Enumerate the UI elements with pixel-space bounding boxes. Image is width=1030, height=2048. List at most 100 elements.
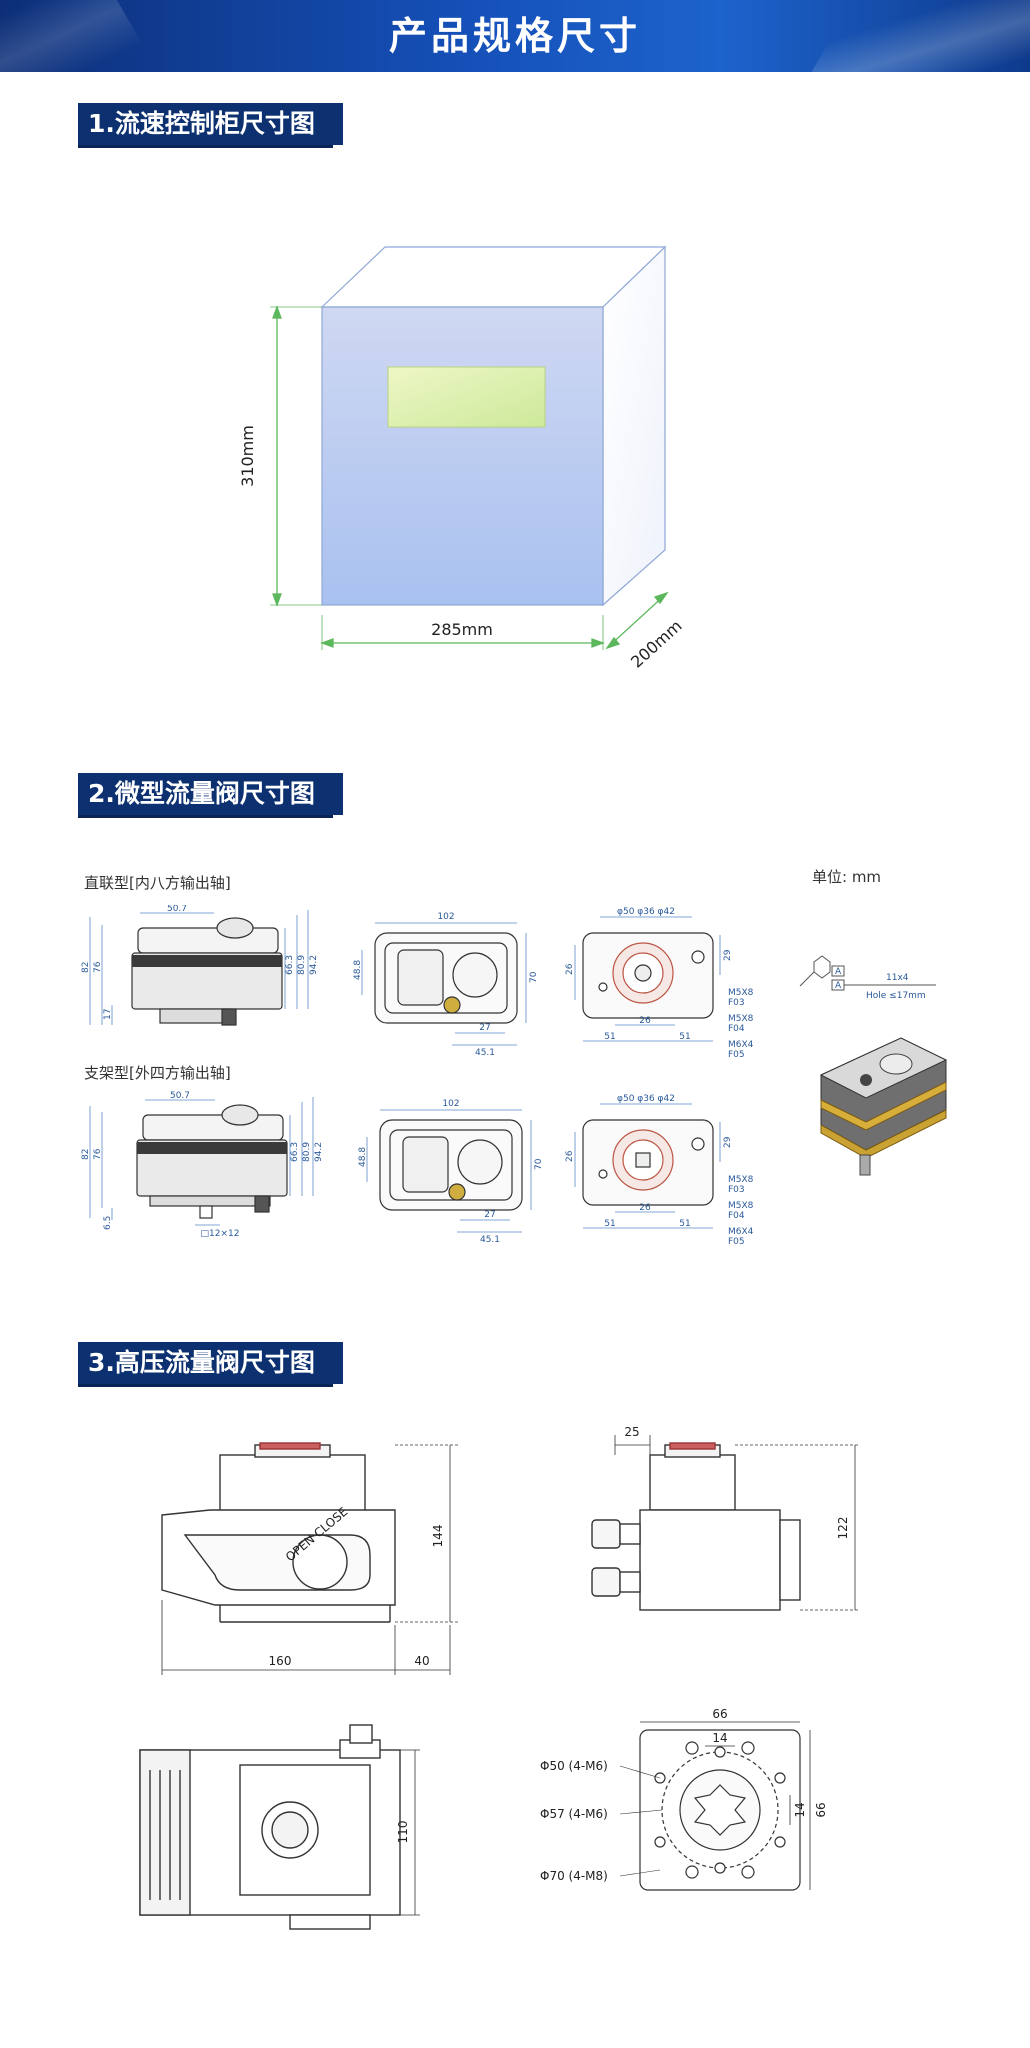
page-title: 产品规格尺寸 bbox=[388, 14, 641, 58]
svg-text:M6X4: M6X4 bbox=[728, 1040, 754, 1050]
bracket-type-label: 支架型[外四方输出轴] bbox=[84, 1064, 231, 1082]
svg-text:11x4: 11x4 bbox=[886, 973, 909, 983]
svg-text:26: 26 bbox=[565, 1150, 575, 1162]
svg-text:82: 82 bbox=[81, 962, 91, 973]
svg-text:29: 29 bbox=[723, 1136, 733, 1148]
svg-text:F03: F03 bbox=[728, 1185, 745, 1195]
actuator-3d-render bbox=[819, 1037, 948, 1176]
svg-text:102: 102 bbox=[442, 1099, 459, 1109]
top-view-actuator-bracket bbox=[379, 1119, 523, 1211]
svg-text:45.1: 45.1 bbox=[475, 1048, 495, 1058]
direct-type-label: 直联型[内八方输出轴] bbox=[84, 874, 231, 892]
svg-text:50.7: 50.7 bbox=[167, 905, 187, 914]
svg-text:50.7: 50.7 bbox=[170, 1091, 190, 1101]
svg-text:45.1: 45.1 bbox=[480, 1235, 500, 1245]
micro-valve-3d-view: A A 11x4 Hole ≤17mm bbox=[799, 955, 948, 1176]
svg-text:M5X8: M5X8 bbox=[728, 1175, 754, 1185]
svg-text:F05: F05 bbox=[728, 1050, 745, 1060]
svg-text:25: 25 bbox=[624, 1425, 639, 1439]
side-view-dims bbox=[89, 910, 309, 1025]
svg-text:M5X8: M5X8 bbox=[728, 988, 754, 998]
svg-text:φ50 φ36 φ42: φ50 φ36 φ42 bbox=[617, 907, 675, 917]
hp-flange-view bbox=[639, 1729, 801, 1891]
depth-dimension-line bbox=[605, 591, 669, 650]
svg-text:14: 14 bbox=[793, 1802, 807, 1817]
cabinet-front-face bbox=[321, 306, 604, 606]
svg-text:F03: F03 bbox=[728, 998, 745, 1008]
svg-text:76: 76 bbox=[93, 1148, 103, 1160]
svg-text:66.3: 66.3 bbox=[290, 1142, 300, 1162]
svg-text:F04: F04 bbox=[728, 1211, 745, 1221]
svg-text:66: 66 bbox=[814, 1802, 828, 1817]
svg-text:80.9: 80.9 bbox=[297, 955, 307, 975]
hp-side-view bbox=[591, 1442, 801, 1611]
svg-text:102: 102 bbox=[437, 912, 454, 922]
svg-text:76: 76 bbox=[93, 961, 103, 973]
height-dimension-line bbox=[270, 305, 322, 607]
svg-text:110: 110 bbox=[396, 1821, 410, 1844]
high-pressure-valve-drawings: OPEN CLOSE 144 160 40 25 122 bbox=[139, 1425, 860, 1930]
height-label: 310mm bbox=[238, 425, 257, 487]
width-label: 285mm bbox=[431, 620, 493, 639]
section-2-heading: 2.微型流量阀尺寸图 bbox=[78, 773, 343, 818]
cabinet-display-panel bbox=[387, 366, 546, 428]
width-dimension-line bbox=[320, 615, 605, 650]
svg-text:A: A bbox=[835, 967, 842, 977]
page-banner: 产品规格尺寸 bbox=[0, 0, 1030, 72]
unit-label: 单位: mm bbox=[812, 868, 882, 886]
svg-text:F05: F05 bbox=[728, 1237, 745, 1247]
side-view-actuator-bracket bbox=[136, 1104, 288, 1219]
svg-text:29: 29 bbox=[723, 949, 733, 961]
hp-front-dims bbox=[161, 1444, 460, 1675]
svg-text:A: A bbox=[835, 981, 842, 991]
svg-text:M6X4: M6X4 bbox=[728, 1227, 754, 1237]
svg-text:□12×12: □12×12 bbox=[201, 1229, 240, 1239]
svg-text:82: 82 bbox=[81, 1149, 91, 1160]
top-view-actuator bbox=[374, 932, 518, 1024]
svg-text:160: 160 bbox=[269, 1654, 292, 1668]
svg-text:94.2: 94.2 bbox=[314, 1142, 324, 1162]
svg-text:66: 66 bbox=[712, 1707, 727, 1721]
svg-text:48.8: 48.8 bbox=[358, 1147, 368, 1167]
micro-valve-row1: 50.7 82 76 17 66.3 80.9 94.2 102 48.8 70… bbox=[81, 905, 754, 1060]
svg-text:70: 70 bbox=[534, 1158, 544, 1170]
svg-text:Hole ≤17mm: Hole ≤17mm bbox=[866, 991, 926, 1001]
svg-text:Φ57 (4-M6): Φ57 (4-M6) bbox=[540, 1807, 608, 1821]
svg-text:51: 51 bbox=[679, 1219, 690, 1229]
bottom-view-actuator-bracket bbox=[582, 1119, 714, 1206]
svg-text:17: 17 bbox=[103, 1009, 113, 1020]
svg-text:φ50 φ36 φ42: φ50 φ36 φ42 bbox=[617, 1094, 675, 1104]
svg-text:40: 40 bbox=[414, 1654, 429, 1668]
svg-text:144: 144 bbox=[431, 1525, 445, 1548]
section-3-heading: 3.高压流量阀尺寸图 bbox=[78, 1342, 343, 1387]
svg-text:26: 26 bbox=[639, 1203, 651, 1213]
svg-text:80.9: 80.9 bbox=[302, 1142, 312, 1162]
side-view-actuator bbox=[131, 917, 283, 1026]
hp-rear-view bbox=[139, 1724, 401, 1930]
svg-text:Φ70 (4-M8): Φ70 (4-M8) bbox=[540, 1869, 608, 1883]
svg-text:122: 122 bbox=[836, 1517, 850, 1540]
section-1-heading: 1.流速控制柜尺寸图 bbox=[78, 103, 343, 148]
svg-text:94.2: 94.2 bbox=[309, 955, 319, 975]
hp-front-view bbox=[161, 1442, 396, 1623]
svg-text:48.8: 48.8 bbox=[353, 960, 363, 980]
svg-text:M5X8: M5X8 bbox=[728, 1014, 754, 1024]
svg-text:51: 51 bbox=[604, 1219, 615, 1229]
depth-label: 200mm bbox=[627, 616, 686, 671]
svg-text:27: 27 bbox=[479, 1023, 490, 1033]
svg-text:14: 14 bbox=[712, 1731, 727, 1745]
svg-text:66.3: 66.3 bbox=[285, 955, 295, 975]
svg-text:27: 27 bbox=[484, 1210, 495, 1220]
svg-text:26: 26 bbox=[639, 1016, 651, 1026]
hole-diagram bbox=[799, 955, 936, 991]
micro-valve-row2: 50.7 82 76 6.5 66.3 80.9 94.2 □12×12 102… bbox=[81, 1091, 754, 1247]
svg-text:6.5: 6.5 bbox=[103, 1216, 113, 1230]
bottom-view-actuator bbox=[582, 932, 714, 1019]
svg-text:M5X8: M5X8 bbox=[728, 1201, 754, 1211]
cabinet-side-face bbox=[602, 245, 666, 607]
svg-text:Φ50 (4-M6): Φ50 (4-M6) bbox=[540, 1759, 608, 1773]
svg-text:26: 26 bbox=[565, 963, 575, 975]
svg-text:51: 51 bbox=[679, 1032, 690, 1042]
cabinet-diagram: 310mm 285mm 200mm bbox=[238, 245, 686, 672]
svg-text:F04: F04 bbox=[728, 1024, 745, 1034]
